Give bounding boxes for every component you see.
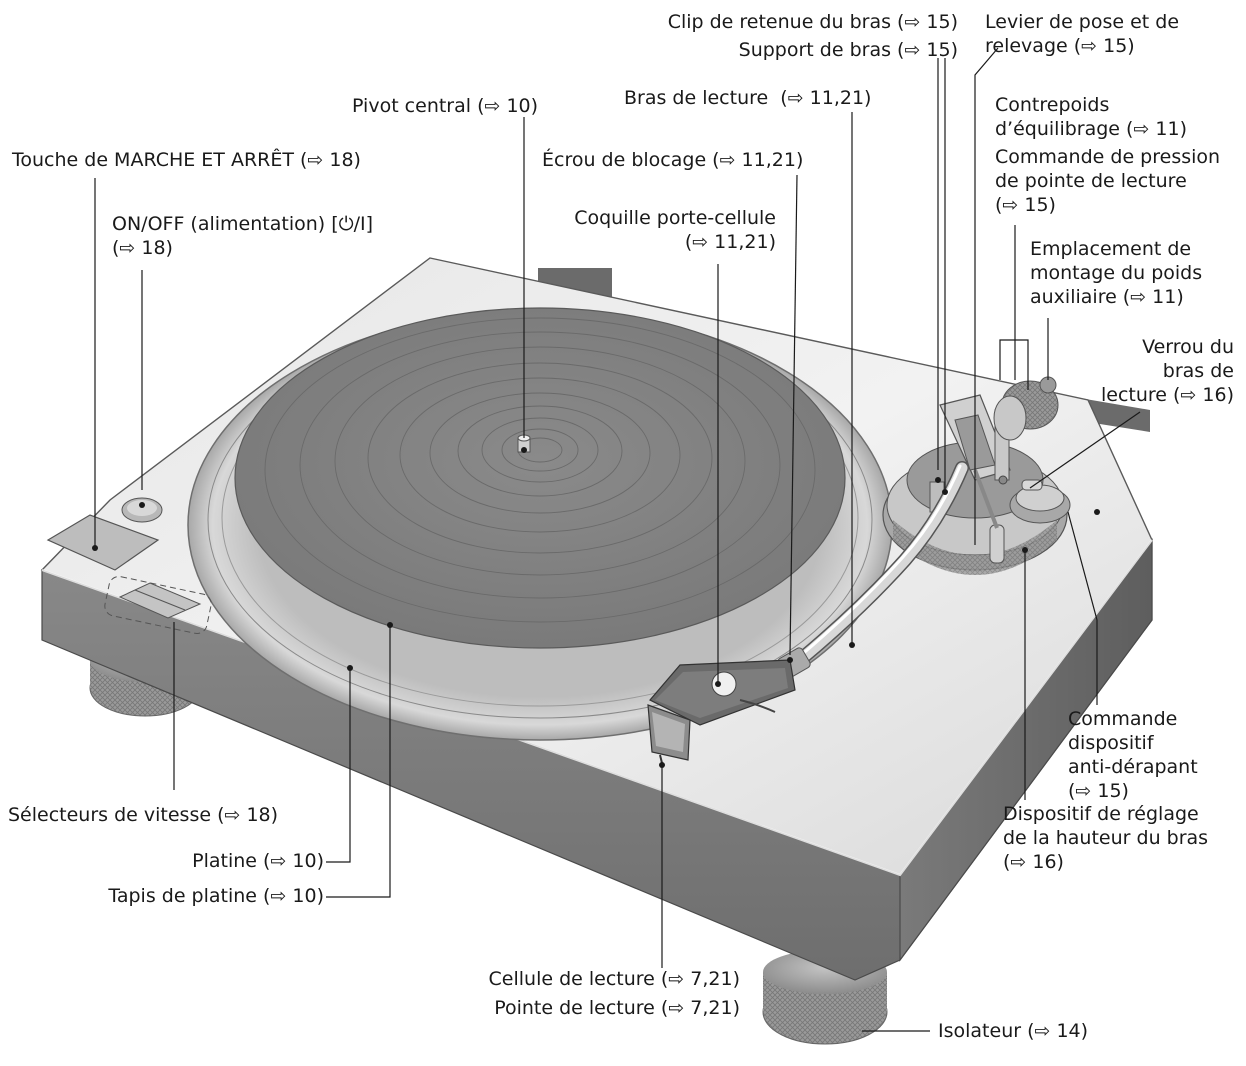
label-insulator: Isolateur (⇨ 14): [938, 1020, 1089, 1042]
label-cartridge: Cellule de lecture (⇨ 7,21): [488, 968, 740, 990]
label-center-spindle: Pivot central (⇨ 10): [352, 95, 539, 117]
label-counterweight: Contrepoids d’équilibrage (⇨ 11): [995, 94, 1187, 140]
tonearm-tube: [794, 462, 968, 666]
cartridge: [647, 704, 691, 764]
label-stylus: Pointe de lecture (⇨ 7,21): [494, 997, 740, 1019]
label-arm-lock: Verrou du bras de lecture (⇨ 16): [1101, 336, 1234, 406]
power-switch: [121, 497, 163, 523]
label-lock-nut: Écrou de blocage (⇨ 11,21): [542, 149, 804, 171]
label-aux-weight: Emplacement de montage du poids auxiliai…: [1030, 238, 1203, 308]
label-arm-height: Dispositif de réglage de la hauteur du b…: [1003, 803, 1209, 873]
label-start-stop: Touche de MARCHE ET ARRÊT (⇨ 18): [12, 149, 361, 171]
label-power: ON/OFF (alimentation) [⏻/I] (⇨ 18): [112, 213, 374, 259]
leader-dots: [92, 447, 1100, 768]
label-speed-selectors: Sélecteurs de vitesse (⇨ 18): [8, 804, 279, 826]
speed-selectors: [104, 575, 212, 635]
platter-mat: [234, 307, 846, 649]
label-anti-skate: Commande dispositif anti-dérapant (⇨ 15): [1068, 708, 1198, 802]
label-tonearm: Bras de lecture (⇨ 11,21): [624, 87, 872, 109]
headshell: [649, 659, 796, 726]
leader-lines: [94, 47, 1141, 1032]
label-stylus-pressure: Commande de pression de pointe de lectur…: [995, 146, 1221, 216]
label-cue-lever: Levier de pose et de relevage (⇨ 15): [985, 11, 1180, 57]
cue-lever: [973, 469, 1005, 564]
label-platter: Platine (⇨ 10): [192, 850, 324, 872]
label-arm-rest: Support de bras (⇨ 15): [738, 39, 958, 61]
label-arm-clamp: Clip de retenue du bras (⇨ 15): [667, 11, 958, 33]
label-headshell: Coquille porte-cellule (⇨ 11,21): [574, 207, 776, 253]
label-platter-mat: Tapis de platine (⇨ 10): [108, 885, 324, 907]
anti-skate-knob: [1009, 484, 1071, 524]
start-stop-button: [46, 514, 160, 571]
